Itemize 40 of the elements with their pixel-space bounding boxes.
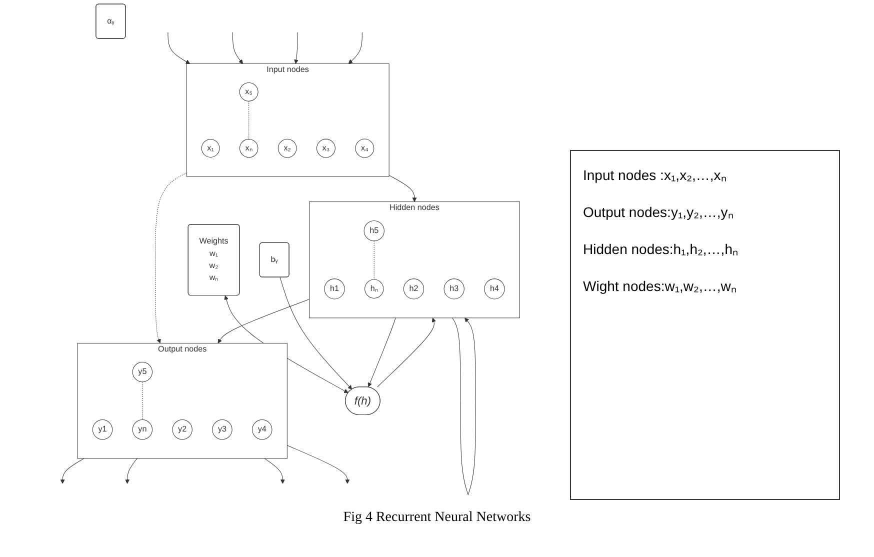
arrow — [280, 277, 352, 390]
node-circle: y5 — [132, 362, 153, 382]
node-circle: xₙ — [239, 138, 258, 158]
arrow — [232, 32, 243, 64]
arrow — [348, 32, 362, 64]
arrow — [388, 175, 417, 202]
node-circle: h5 — [364, 220, 384, 242]
node-circle: x₃ — [316, 138, 336, 158]
figure-caption: Fig 4 Recurrent Neural Networks — [342, 510, 532, 526]
node-circle: y4 — [252, 420, 272, 440]
node-circle: h3 — [444, 278, 464, 300]
node-circle: y2 — [172, 420, 192, 440]
node-circle: y3 — [212, 420, 232, 440]
node-circle: x₅ — [239, 82, 258, 102]
legend-text: Input nodes :x₁,x₂,…,xₙ — [583, 166, 728, 184]
legend-text: Hidden nodes:h₁,h₂,…,hₙ — [583, 240, 740, 258]
arrow — [155, 172, 187, 344]
node-circle: x₂ — [278, 138, 297, 158]
connector — [142, 382, 143, 420]
node-circle: hₙ — [364, 279, 384, 298]
arrow — [286, 445, 350, 484]
arrow — [168, 32, 190, 64]
arrow — [377, 318, 436, 388]
node-circle: yn — [132, 420, 153, 440]
arrow — [125, 458, 138, 484]
connector — [248, 100, 250, 140]
node-circle: x₄ — [355, 138, 374, 158]
arrow — [368, 318, 396, 388]
node-circle: h4 — [484, 278, 505, 300]
legend-text: Output nodes:y₁,y₂,…,yₙ — [583, 203, 735, 221]
arrow — [218, 299, 310, 344]
node-circle: h2 — [403, 278, 424, 300]
arrow — [452, 318, 476, 496]
node-circle: y1 — [92, 420, 113, 440]
node-circle: h1 — [324, 278, 345, 300]
arrow — [264, 458, 285, 484]
legend-text: Wight nodes:w₁,w₂,…,wₙ — [583, 277, 738, 295]
arrow — [60, 458, 84, 484]
node-circle: x₁ — [201, 139, 220, 158]
arrow — [294, 32, 298, 64]
